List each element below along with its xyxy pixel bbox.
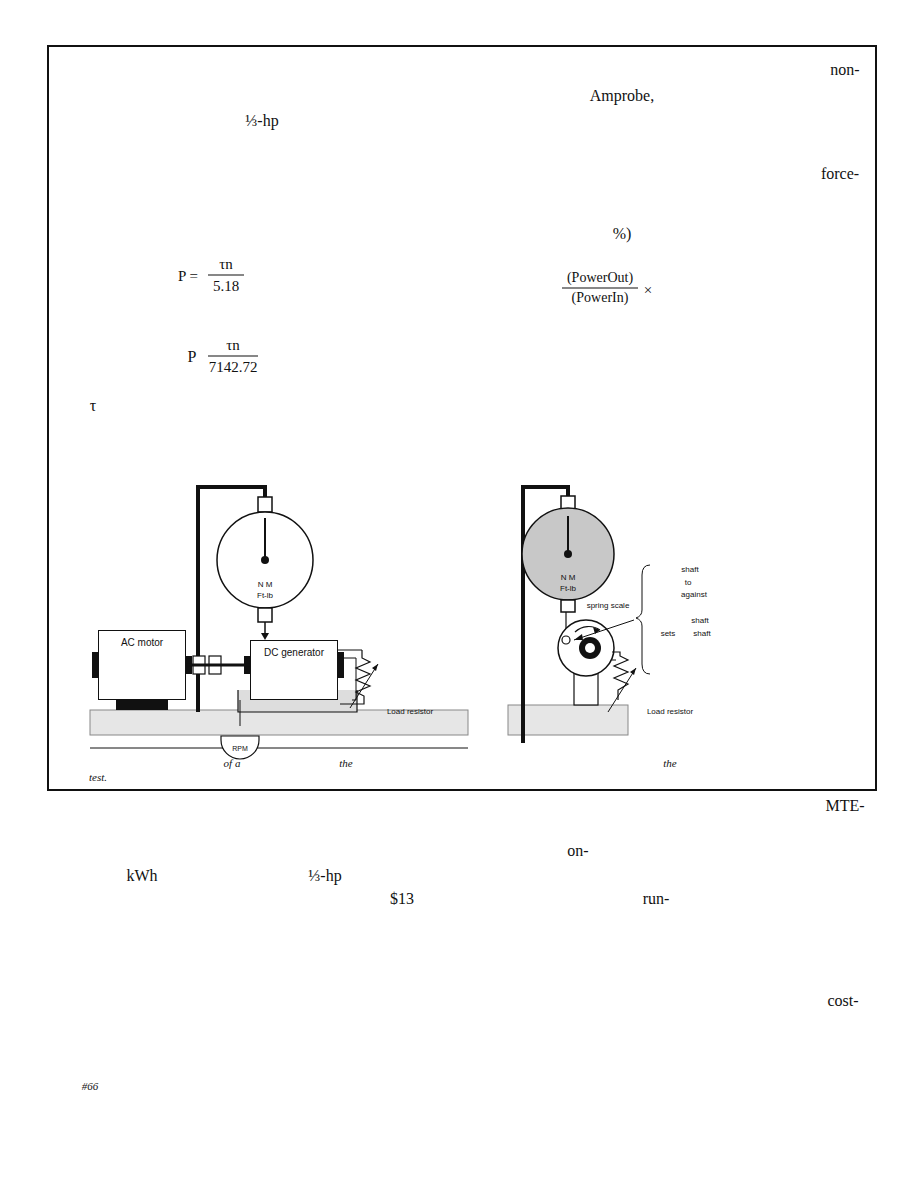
test-stand-right	[508, 487, 650, 743]
test-stand-left	[90, 487, 468, 759]
figure-frame	[48, 46, 876, 790]
formula-part: 7142.72	[209, 359, 258, 376]
formula-part: 5.18	[213, 278, 239, 295]
drive-shaft	[186, 664, 250, 667]
symbol-label: τ	[90, 397, 96, 415]
formula-part: τn	[226, 337, 240, 354]
note-fragment: shaft	[681, 566, 698, 575]
formula-part: (PowerIn)	[572, 290, 629, 305]
gauge-unit: N M	[561, 574, 576, 583]
formula-part: τn	[219, 256, 233, 273]
page-number: #66	[82, 1080, 99, 1092]
part-label: Load resistor	[387, 708, 433, 717]
text-fragment: $13	[390, 890, 414, 908]
note-fragment: against	[681, 591, 707, 600]
text-fragment: non-	[830, 61, 859, 79]
text-fragment: ⅓-hp	[245, 112, 278, 130]
formula-part: (PowerOut)	[567, 270, 633, 285]
gauge-unit: N M	[258, 581, 273, 590]
fraction-bars	[208, 275, 638, 356]
text-fragment: cost-	[827, 992, 858, 1010]
formula-part: ×	[644, 282, 652, 299]
caption-fragment: the	[663, 757, 676, 769]
note-fragment: shaft	[691, 617, 708, 626]
note-fragment: to	[685, 579, 692, 588]
machine-box: DC generator	[250, 640, 338, 700]
formula-part: P =	[178, 268, 198, 285]
text-fragment: run-	[643, 890, 670, 908]
text-fragment: ⅓-hp	[308, 867, 341, 885]
text-fragment: on-	[567, 842, 588, 860]
machine-name: AC motor	[121, 637, 163, 648]
note-fragment: shaft	[693, 630, 710, 639]
caption-fragment: the	[339, 757, 352, 769]
text-fragment: force-	[821, 165, 859, 183]
note-fragment: sets	[661, 630, 676, 639]
machine-name: DC generator	[264, 647, 324, 658]
part-label: RPM	[232, 745, 248, 753]
note-fragment: spring scale	[587, 602, 630, 611]
text-fragment: kWh	[126, 867, 157, 885]
part-label: Load resistor	[647, 708, 693, 717]
machine-box: AC motor	[98, 630, 186, 700]
gauge-unit: Ft-lb	[257, 592, 273, 601]
text-fragment: MTE-	[825, 797, 864, 815]
gauge-unit: Ft-lb	[560, 585, 576, 594]
text-fragment: Amprobe,	[590, 87, 654, 105]
caption-fragment: of a	[224, 757, 241, 769]
formula-part: P	[188, 348, 197, 366]
caption-fragment: test.	[89, 771, 107, 783]
text-fragment: %)	[613, 225, 632, 243]
